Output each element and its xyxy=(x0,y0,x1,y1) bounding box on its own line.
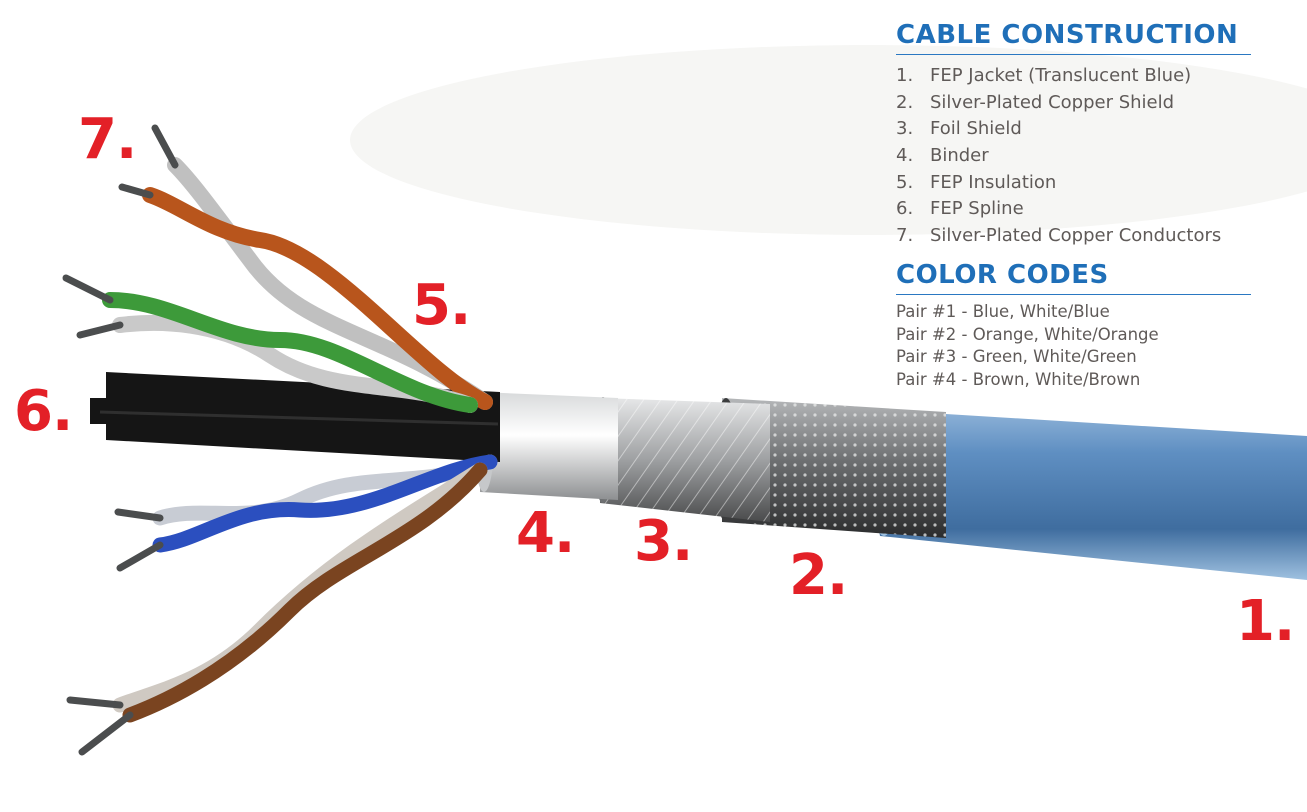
callout-6: 6. xyxy=(14,379,73,444)
item-label: FEP Spline xyxy=(930,198,1024,220)
callout-7: 7. xyxy=(78,107,137,172)
item-number: 4. xyxy=(896,145,914,167)
color-code-item: Pair #3 - Green, White/Green xyxy=(896,347,1137,367)
foil-texture xyxy=(600,398,770,522)
item-number: 7. xyxy=(896,225,914,247)
cable-construction-list: 1. FEP Jacket (Translucent Blue) 2. Silver… xyxy=(896,63,1251,250)
fep-jacket xyxy=(873,410,1307,580)
callout-4: 4. xyxy=(516,501,575,566)
color-code-item: Pair #2 - Orange, White/Orange xyxy=(896,324,1159,344)
legend-panel: CABLE CONSTRUCTION 1. FEP Jacket (Translu… xyxy=(896,20,1251,392)
cable-construction-heading: CABLE CONSTRUCTION xyxy=(896,20,1251,55)
pair-orange xyxy=(118,124,493,410)
color-codes-list: Pair #1 - Blue, White/Blue Pair #2 - Ora… xyxy=(896,301,1251,392)
construction-item: 3. Foil Shield xyxy=(896,116,1251,143)
construction-item: 6. FEP Spline xyxy=(896,196,1251,223)
pair-brown xyxy=(66,462,488,756)
construction-item: 4. Binder xyxy=(896,143,1251,170)
braid-texture xyxy=(722,398,946,538)
spline-groove xyxy=(99,410,499,426)
item-number: 1. xyxy=(896,65,914,86)
color-code-item: Pair #4 - Brown, White/Brown xyxy=(896,369,1141,389)
construction-item: 5. FEP Insulation xyxy=(896,170,1251,197)
construction-item: 1. FEP Jacket (Translucent Blue) xyxy=(896,63,1251,90)
item-label: Binder xyxy=(930,145,989,167)
construction-item: 2. Silver-Plated Copper Shield xyxy=(896,90,1251,117)
color-codes-heading: COLOR CODES xyxy=(896,260,1251,295)
item-label: Foil Shield xyxy=(930,118,1022,140)
item-label: Silver-Plated Copper Conductors xyxy=(930,225,1222,247)
pair-green xyxy=(62,274,478,413)
item-label: FEP Insulation xyxy=(930,171,1057,193)
pair-blue xyxy=(114,454,498,572)
construction-item: 7. Silver-Plated Copper Conductors xyxy=(896,223,1251,250)
item-label: Silver-Plated Copper Shield xyxy=(930,91,1175,113)
background-wash xyxy=(350,45,1307,235)
callout-2: 2. xyxy=(789,543,848,608)
item-label: FEP Jacket (Translucent Blue) xyxy=(930,65,1192,86)
item-number: 3. xyxy=(896,118,914,140)
item-number: 6. xyxy=(896,198,914,220)
callout-3: 3. xyxy=(634,509,693,574)
callout-1: 1. xyxy=(1236,589,1295,654)
binder xyxy=(480,392,618,500)
item-number: 2. xyxy=(896,91,914,113)
item-number: 5. xyxy=(896,171,914,193)
color-code-item: Pair #1 - Blue, White/Blue xyxy=(896,301,1110,321)
callout-5: 5. xyxy=(412,273,471,338)
